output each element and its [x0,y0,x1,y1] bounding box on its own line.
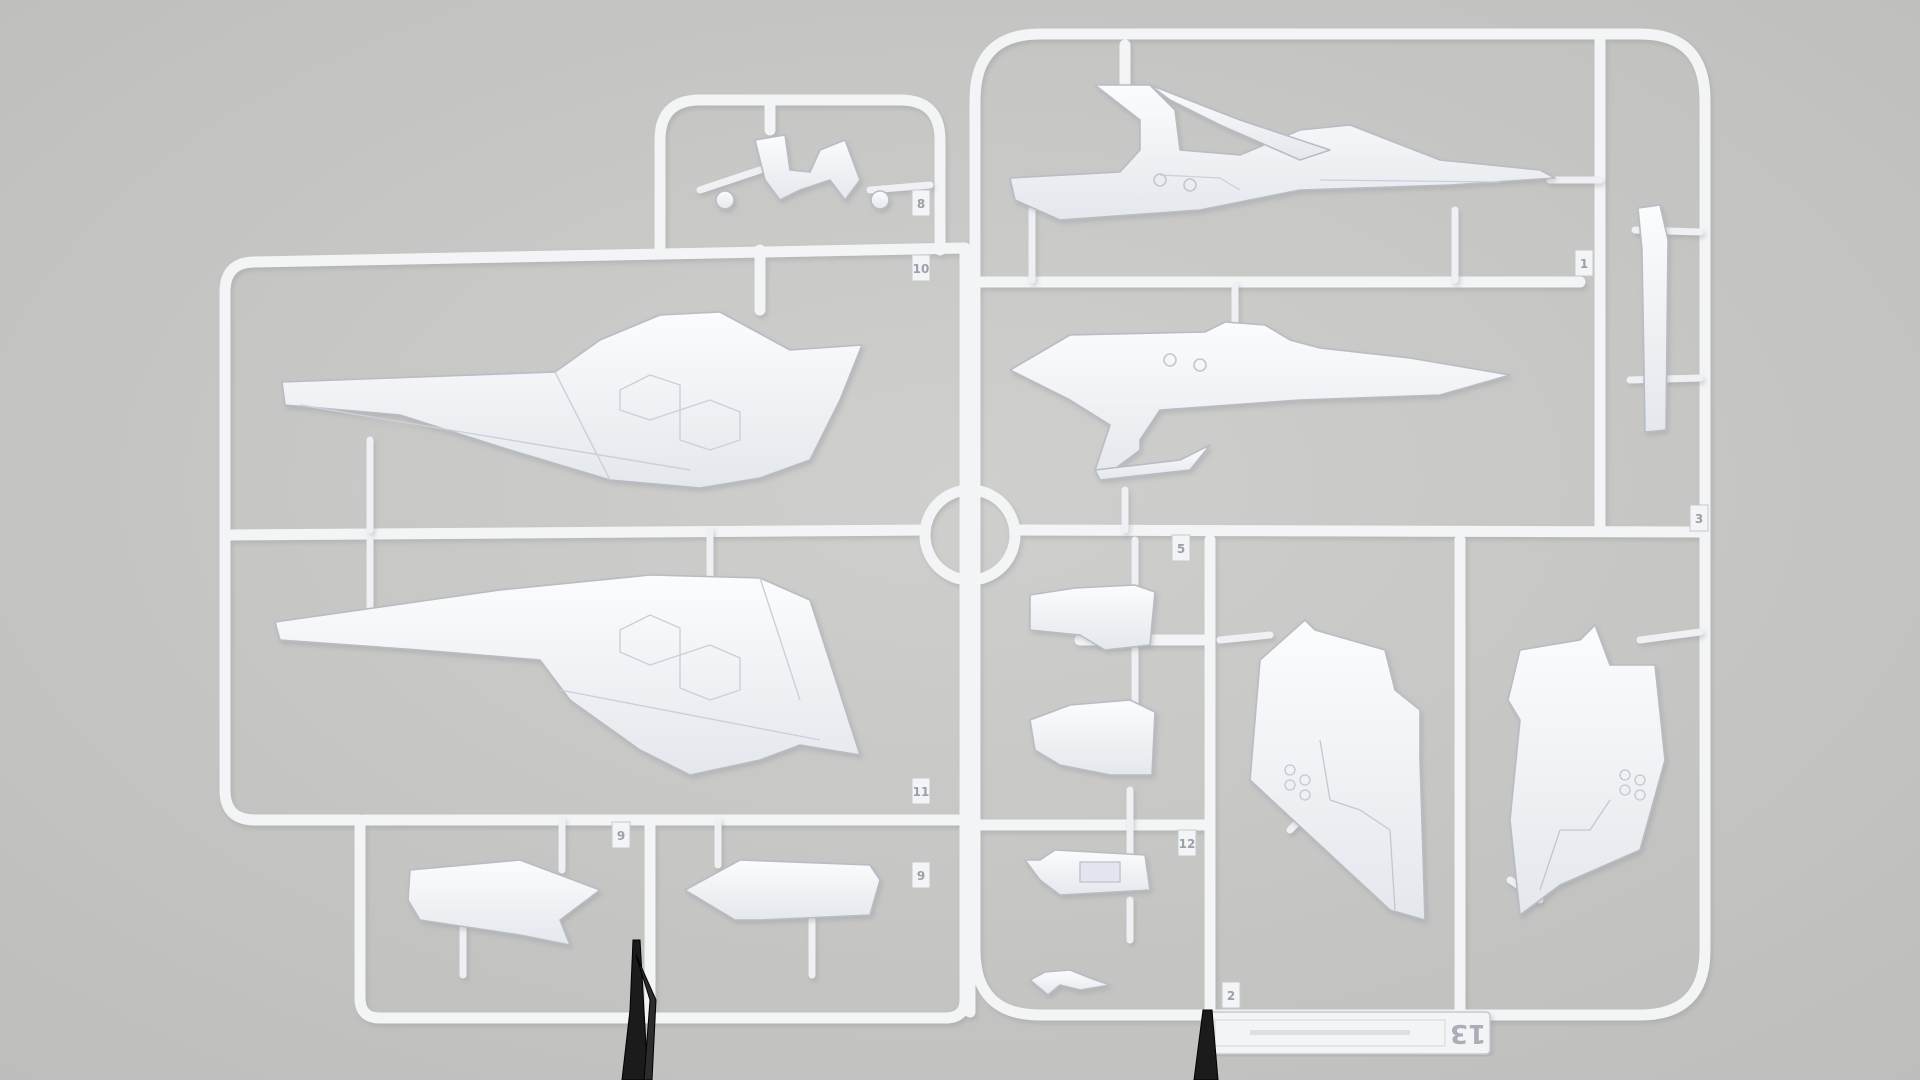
gate-number: 5 [1177,542,1185,556]
gate-number: 8 [917,197,925,211]
vertical-bar-part [1637,204,1669,433]
gate-number-labels: 8 10 9 9 11 1 3 5 2 12 [617,197,1703,1003]
lower-wing-part [274,574,861,776]
block-part-b [1029,699,1156,776]
gate-number: 2 [1227,989,1235,1003]
shield-left-part [1249,619,1426,921]
runner-tag-number: 13 [1450,1018,1486,1048]
small-fin-left-part [407,859,601,946]
upper-wing-part [281,311,863,489]
gate-number: 1 [1580,257,1588,271]
gate-number-tags [611,189,1709,1009]
gate-number: 9 [917,869,925,883]
stand-clips [621,939,1219,1080]
shield-right-part [1507,624,1666,916]
gate-number: 12 [1179,837,1196,851]
molded-parts [274,84,1669,996]
rifle-middle-brace [1094,444,1211,481]
gate-number: 3 [1695,512,1703,526]
runner-tag: 13 [1204,1011,1491,1055]
small-clip-part [1029,969,1111,996]
gate-number: 9 [617,829,625,843]
small-fin-right-part [684,859,881,921]
gate-number: 11 [913,785,930,799]
rifle-upper-stock [1149,84,1331,161]
gate-number: 10 [913,262,930,276]
block-part-a [1029,584,1156,651]
v-bracket-part [754,134,861,201]
runner-frame [219,28,1711,1024]
right-stand-clip [1193,1009,1219,1080]
left-stand-clip [621,939,649,1080]
